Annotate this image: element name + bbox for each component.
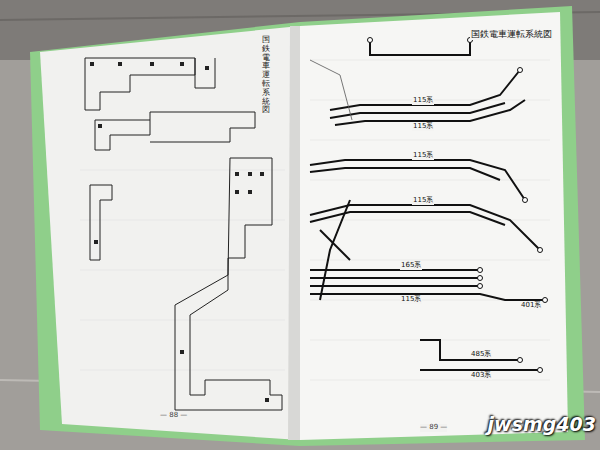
page-number: — 89 — xyxy=(420,424,447,432)
route-label: 485系 xyxy=(470,351,492,359)
watermark: jwsmg403 xyxy=(488,414,596,435)
route-label: 115系 xyxy=(412,97,434,105)
route-label: 115系 xyxy=(412,152,434,160)
vertical-title: 国鉄電車運転系統図 xyxy=(262,36,270,115)
route-label: 115系 xyxy=(412,123,434,131)
route-label: 115系 xyxy=(400,296,422,304)
route-label: 401系 xyxy=(520,302,542,310)
route-label: 403系 xyxy=(470,372,492,380)
page-number: — 88 — xyxy=(160,412,187,420)
route-label: 115系 xyxy=(412,197,434,205)
route-label: 165系 xyxy=(400,262,422,270)
diagram-title: 国鉄電車運転系統図 xyxy=(470,30,553,40)
